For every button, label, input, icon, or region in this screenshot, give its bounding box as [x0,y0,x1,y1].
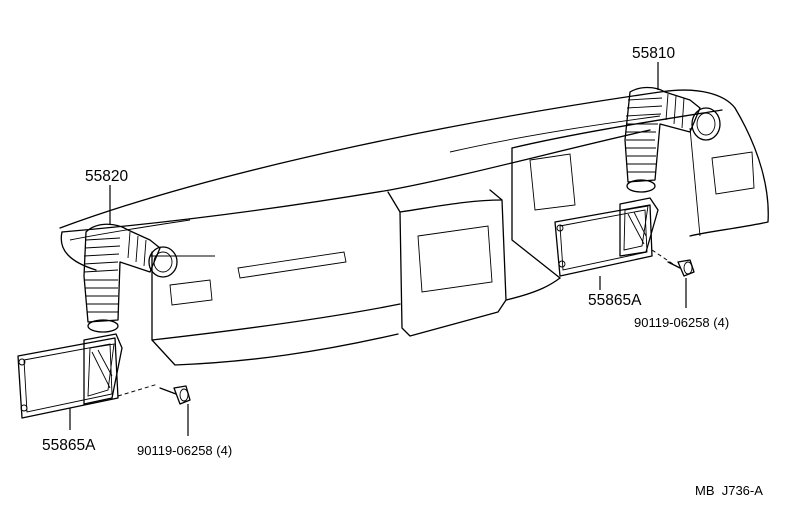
vent-register-icon [17,333,159,419]
part-number-55820: 55820 [85,168,128,185]
diagram-code: MB J736-A [695,483,763,498]
instrument-panel-outline [59,89,769,366]
bolt-icon [667,259,695,277]
leader-lines [69,62,687,436]
vent-register-icon [554,197,677,277]
bolt-part-number-left: 90119-06258 (4) [137,443,232,458]
part-number-55865a-left: 55865A [42,437,96,454]
duct-hose-icon [83,223,178,333]
part-number-55865a-right: 55865A [588,292,642,309]
bolt-icon [159,385,191,405]
bolt-part-number-right: 90119-06258 (4) [634,315,729,330]
part-number-55810: 55810 [632,45,675,62]
duct-hose-icon [624,86,721,193]
